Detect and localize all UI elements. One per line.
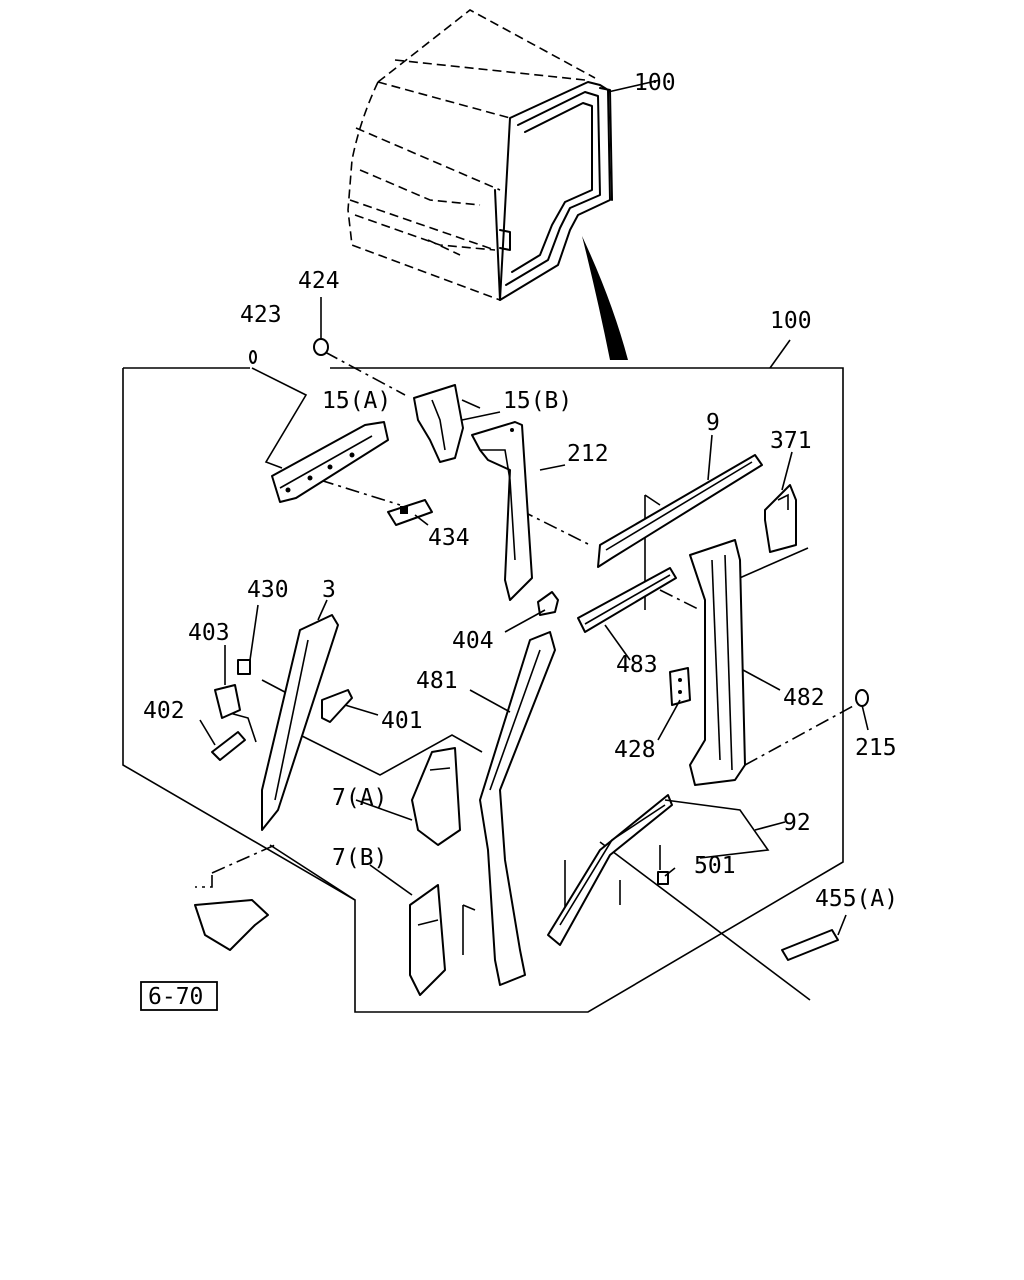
callout-100-frame: 100 — [770, 308, 812, 334]
callout-428: 428 — [614, 737, 656, 763]
part-15a — [271, 421, 389, 503]
callout-455a: 455(A) — [815, 886, 898, 912]
callout-212: 212 — [567, 441, 609, 467]
callout-15b: 15(B) — [503, 388, 572, 414]
callout-404: 404 — [452, 628, 494, 654]
callout-7b: 7(B) — [332, 845, 387, 871]
callout-401: 401 — [381, 708, 423, 734]
callout-3: 3 — [322, 577, 336, 603]
reference-label: 6-70 — [148, 984, 203, 1010]
reference-box-6-70[interactable]: 6-70 — [140, 981, 218, 1011]
callout-9: 9 — [706, 410, 720, 436]
part-212 — [471, 421, 533, 601]
callout-leaders — [199, 297, 869, 936]
callout-430: 430 — [247, 577, 289, 603]
cab-overview — [347, 9, 661, 360]
callout-labels: 100 424 423 100 15(A) 15(B) 212 9 371 43… — [143, 70, 898, 912]
callout-403: 403 — [188, 620, 230, 646]
part-428 — [669, 667, 691, 706]
callout-482: 482 — [783, 685, 825, 711]
part-15b — [413, 384, 464, 463]
part-402 — [211, 731, 246, 761]
part-430 — [237, 659, 251, 675]
callout-434: 434 — [428, 525, 470, 551]
part-423 — [249, 350, 257, 364]
part-481 — [479, 631, 556, 986]
part-482 — [689, 539, 746, 786]
part-483 — [577, 567, 677, 633]
callout-215: 215 — [855, 735, 897, 761]
callout-7a: 7(A) — [332, 785, 387, 811]
callout-402: 402 — [143, 698, 185, 724]
part-455a — [781, 929, 839, 961]
part-401 — [321, 689, 353, 723]
callout-15a: 15(A) — [322, 388, 391, 414]
callout-501: 501 — [694, 853, 736, 879]
callout-424: 424 — [298, 268, 340, 294]
part-7b — [409, 884, 446, 996]
part-9 — [597, 454, 763, 568]
part-215 — [855, 689, 869, 707]
callout-371: 371 — [770, 428, 812, 454]
callout-481: 481 — [416, 668, 458, 694]
part-371 — [764, 484, 797, 553]
part-3 — [261, 614, 339, 831]
callout-483: 483 — [616, 652, 658, 678]
callout-423: 423 — [240, 302, 282, 328]
part-92 — [547, 794, 673, 946]
assembly-frame — [122, 339, 844, 1013]
part-6-70 — [194, 899, 269, 951]
callout-100-top: 100 — [634, 70, 676, 96]
part-501 — [657, 871, 669, 885]
callout-92: 92 — [783, 810, 811, 836]
part-7a — [411, 747, 461, 846]
part-403 — [214, 684, 241, 719]
part-424 — [313, 338, 329, 356]
part-434 — [387, 499, 433, 526]
